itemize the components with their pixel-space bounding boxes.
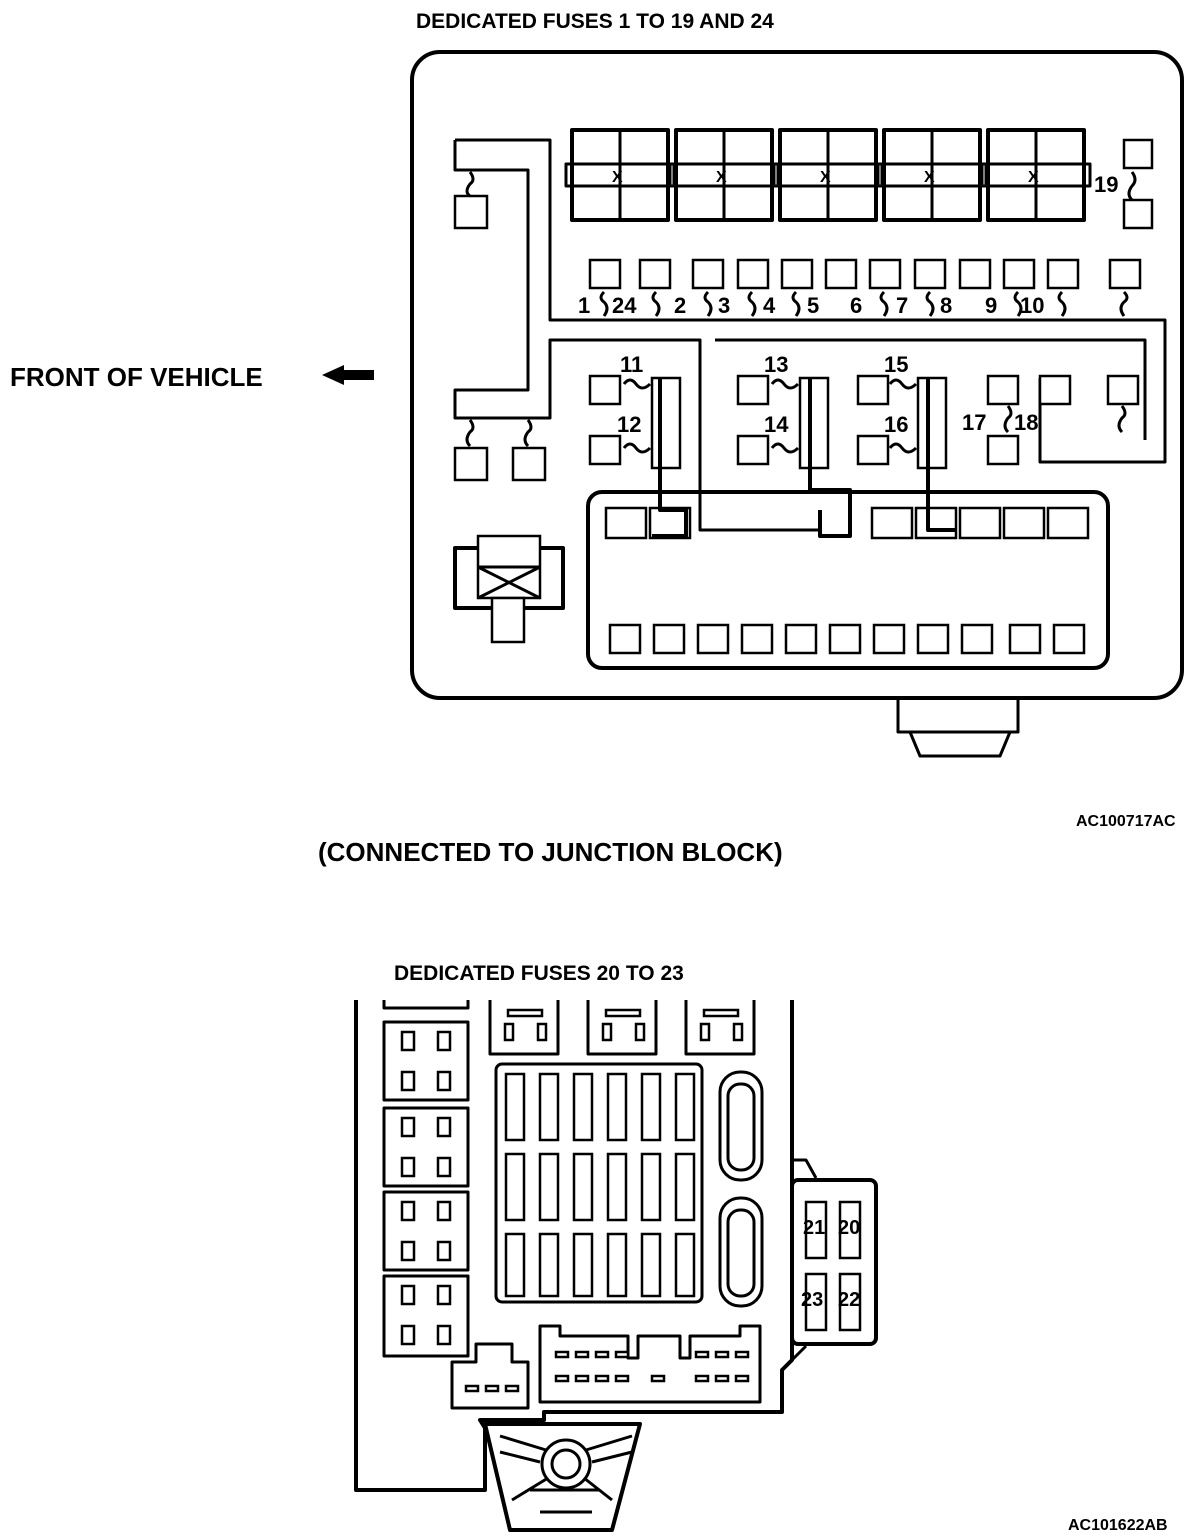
fuse-slot: [780, 258, 814, 290]
fuse-label-6: 6: [850, 293, 862, 318]
relay: X: [772, 128, 884, 222]
fuse-label-24: 24: [612, 293, 637, 318]
fuse-grid-slots: [504, 1072, 696, 1298]
top-relay-sockets: [488, 1000, 756, 1056]
relay: X: [564, 128, 676, 222]
caption-connected-to-junction-block: (CONNECTED TO JUNCTION BLOCK): [318, 837, 783, 867]
fuse-label-12: 12: [617, 412, 641, 437]
fuse-label-7: 7: [896, 293, 908, 318]
svg-text:X: X: [1028, 169, 1039, 186]
fuse-slot: [1046, 258, 1080, 290]
fuse-row-slots: [588, 258, 1142, 290]
top-title: DEDICATED FUSES 1 TO 19 AND 24: [416, 10, 774, 33]
fuse-grid-block: [494, 1062, 704, 1304]
front-of-vehicle-label: FRONT OF VEHICLE: [10, 362, 263, 392]
connector-pin-row-lower: [608, 623, 1086, 655]
svg-text:X: X: [924, 169, 935, 186]
fuse-slot: [1108, 258, 1142, 290]
relay: X: [980, 128, 1092, 222]
fuse-label-15: 15: [884, 352, 908, 377]
fuse-label-18: 18: [1014, 410, 1038, 435]
fuse-slot-18: [1038, 374, 1072, 406]
fuse-label-8: 8: [940, 293, 952, 318]
fuse-slot: [1002, 258, 1036, 290]
fuse-slot-left: [453, 194, 489, 230]
left-connector-column: [382, 1000, 470, 1358]
fuse-slot: [691, 258, 725, 290]
bottom-title: DEDICATED FUSES 20 TO 23: [394, 962, 684, 985]
mounting-bracket: [483, 1422, 642, 1532]
junction-block-housing: [410, 50, 1184, 700]
diode-connector: [453, 534, 565, 644]
relay-row: X X X X X: [564, 128, 1092, 222]
fuse-slot: [868, 258, 902, 290]
fuse-slot-15: [856, 374, 890, 406]
fuse-label-16: 16: [884, 412, 908, 437]
fuse-slot-14: [736, 434, 770, 466]
fuse-box-housing: [354, 1000, 794, 1492]
fuse-slot-13: [736, 374, 770, 406]
front-arrow-icon: [322, 365, 374, 385]
bus-bar-left: [453, 140, 820, 532]
fuse-label-23: 23: [801, 1289, 823, 1311]
bottom-main-connector: [538, 1324, 762, 1404]
fuse-slot: [958, 258, 992, 290]
bottom-figure-code: AC101622AB: [1068, 1517, 1168, 1534]
fuse-slot-17: [986, 374, 1020, 406]
fuse-label-4: 4: [763, 293, 776, 318]
fuse-row-labels: 1 24 2 3 4 5 6 7 8 9 10: [578, 293, 1044, 318]
fuse-slot-12: [588, 434, 622, 466]
bottom-connector-tab: [896, 698, 1020, 734]
fuse-label-11: 11: [620, 352, 643, 377]
fuse-label-3: 3: [718, 293, 730, 318]
fuse-slot-17b: [986, 434, 1020, 466]
fuse-label-19: 19: [1094, 172, 1118, 197]
svg-text:X: X: [820, 169, 831, 186]
fuse-slot: [736, 258, 770, 290]
fuse-label-2: 2: [674, 293, 686, 318]
bottom-left-connector: [450, 1342, 530, 1410]
oval-slot: [718, 1070, 764, 1182]
fuse-label-21: 21: [803, 1217, 825, 1239]
svg-text:X: X: [716, 169, 727, 186]
fuse-label-17: 17: [962, 410, 986, 435]
fuse-label-14: 14: [764, 412, 789, 437]
fuse-label-9: 9: [985, 293, 997, 318]
relay: X: [876, 128, 988, 222]
fuse-label-20: 20: [838, 1217, 860, 1239]
bus-bar-main: [455, 138, 1167, 464]
fuse-slot: [824, 258, 858, 290]
dedicated-fuse-block-20-23: [790, 1178, 878, 1346]
fuse-label-1: 1: [578, 293, 590, 318]
fuse-label-22: 22: [838, 1289, 860, 1311]
fuse-19-slot: [1122, 138, 1154, 170]
fuse-label-10: 10: [1020, 293, 1044, 318]
fuse-slot: [1106, 374, 1140, 406]
fuse-19-slot: [1122, 198, 1154, 230]
fuse-slot-16: [856, 434, 890, 466]
fuse-label-13: 13: [764, 352, 788, 377]
oval-slot: [718, 1196, 764, 1308]
top-figure-code: AC100717AC: [1076, 813, 1176, 830]
fuse-label-5: 5: [807, 293, 819, 318]
fuse-slot: [913, 258, 947, 290]
fuse-slot-left: [453, 446, 489, 482]
fuse-slot-11: [588, 374, 622, 406]
connector-pin-row-upper: [604, 506, 1090, 540]
svg-text:X: X: [612, 169, 623, 186]
fuse-slot: [588, 258, 622, 290]
fuse-slot-left: [511, 446, 547, 482]
relay: X: [668, 128, 780, 222]
fuse-slot: [638, 258, 672, 290]
